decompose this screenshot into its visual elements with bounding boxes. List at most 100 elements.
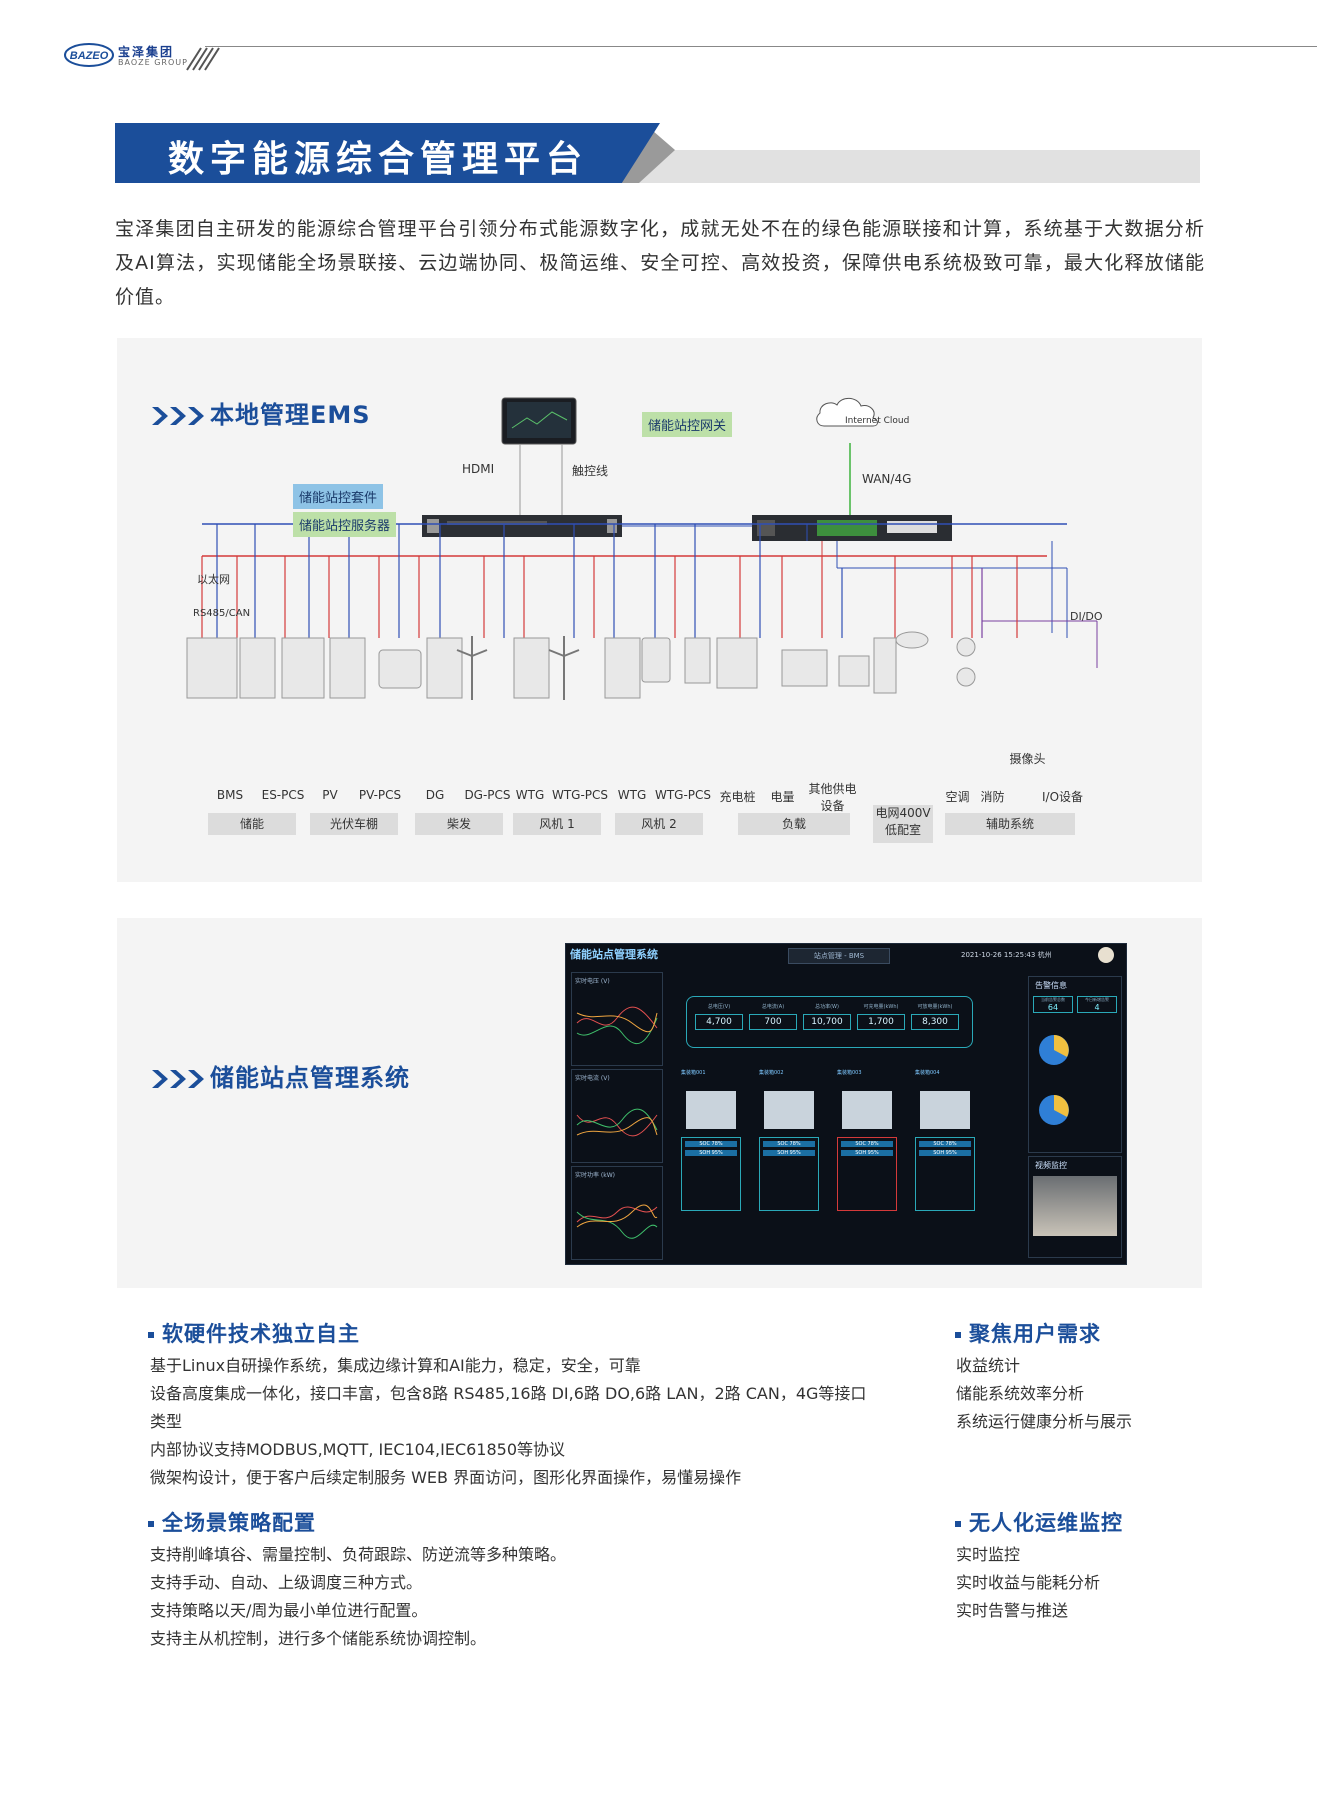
- feature-heading-2: 聚焦用户需求: [955, 1318, 1101, 1348]
- category-wind-2: 风机 2: [615, 813, 703, 835]
- video-feed[interactable]: [1033, 1176, 1117, 1236]
- cluster-label-2[interactable]: 集装箱002: [759, 1070, 784, 1076]
- aircon-icon: [838, 655, 870, 687]
- cluster-label-4[interactable]: 集装箱004: [915, 1070, 940, 1076]
- device-label-wtg-pcs-2: WTG-PCS: [654, 788, 712, 802]
- cluster-label-3[interactable]: 集装箱003: [837, 1070, 862, 1076]
- triple-chevron-icon: [152, 1070, 204, 1088]
- container-card-alarm[interactable]: SOC 78%SOH 95%: [837, 1137, 897, 1211]
- feature-list-1: 基于Linux自研操作系统，集成边缘计算和AI能力，稳定，安全，可靠 设备高度集…: [150, 1352, 870, 1492]
- kpi-panel: 总电压(V)4,700 总电流(A)700 总功率(W)10,700 可充电量(…: [686, 996, 973, 1048]
- touch-monitor-icon: [501, 397, 577, 445]
- dido-label: DI/DO: [1070, 610, 1103, 623]
- device-label-charger: 充电桩: [719, 790, 756, 804]
- logo-name-en: BAOZE GROUP: [118, 58, 188, 67]
- container-card[interactable]: SOC 78%SOH 95%: [915, 1137, 975, 1211]
- current-chart: 实时电流 (V): [571, 1069, 663, 1163]
- dash-site-select[interactable]: 站点管理 - BMS: [788, 948, 890, 964]
- feature-line: 支持策略以天/周为最小单位进行配置。: [150, 1601, 428, 1620]
- fire-icon: [873, 637, 897, 694]
- feature-line: 实时告警与推送: [956, 1601, 1069, 1620]
- device-label-pv: PV: [322, 788, 338, 802]
- ems-heading: 本地管理EMS: [150, 395, 371, 430]
- ems-title: 本地管理EMS: [210, 401, 371, 429]
- category-wind-1: 风机 1: [513, 813, 601, 835]
- wtg-pcs-icon-2: [604, 637, 641, 699]
- meter-icon: [684, 637, 711, 684]
- alarm-title: 告警信息: [1035, 981, 1067, 990]
- current-lines: [576, 1108, 658, 1137]
- feature-line: 实时收益与能耗分析: [956, 1573, 1101, 1592]
- video-panel: 视频监控: [1028, 1156, 1122, 1258]
- feature-heading-3: 全场景策略配置: [148, 1507, 316, 1537]
- category-diesel: 柴发: [415, 813, 503, 835]
- category-load: 负载: [738, 813, 850, 835]
- hdmi-label: HDMI: [462, 462, 495, 476]
- feature-heading-1: 软硬件技术独立自主: [148, 1318, 360, 1348]
- container-card[interactable]: SOC 78%SOH 95%: [681, 1137, 741, 1211]
- feature-line: 支持手动、自动、上级调度三种方式。: [150, 1573, 423, 1592]
- alarm-pie-charts: [1039, 1035, 1069, 1125]
- container-icon: [842, 1091, 892, 1129]
- category-auxiliary: 辅助系统: [945, 813, 1075, 835]
- device-label-bms: BMS: [216, 788, 244, 802]
- container-card[interactable]: SOC 78%SOH 95%: [759, 1137, 819, 1211]
- rs485-label: RS485/CAN: [193, 608, 251, 619]
- turbine-icons: [456, 636, 580, 700]
- device-label-wtg-1: WTG: [515, 788, 545, 802]
- dg-pcs-icon: [426, 637, 463, 699]
- bullet-square-icon: [955, 1332, 961, 1338]
- feature-line: 系统运行健康分析与展示: [956, 1412, 1133, 1431]
- cloud-label: Internet Cloud: [845, 416, 910, 426]
- power-chart: 实时功率 (kW): [571, 1166, 663, 1260]
- feature-heading-4: 无人化运维监控: [955, 1507, 1123, 1537]
- avatar[interactable]: [1098, 947, 1114, 963]
- container-icon: [920, 1091, 970, 1129]
- server-tag: 储能站控服务器: [293, 512, 397, 537]
- io-device-icon-1: [956, 637, 976, 657]
- generator-icon: [378, 649, 422, 689]
- kpi-item: 可充电量(kWh)1,700: [857, 1003, 905, 1030]
- container-row: 集装箱001 集装箱002 集装箱003 集装箱004 SOC 78%SOH 9…: [681, 1069, 981, 1211]
- device-label-camera: 摄像头: [1009, 752, 1046, 766]
- device-label-other-supply: 其他供电设备: [808, 782, 857, 813]
- header-rule: [205, 46, 1317, 47]
- logo-name-cn: 宝泽集团: [118, 45, 175, 59]
- device-label-wtg-2: WTG: [617, 788, 647, 802]
- device-label-io: I/O设备: [1041, 790, 1084, 804]
- container-icon: [686, 1091, 736, 1129]
- kit-tag: 储能站控套件: [293, 484, 384, 509]
- dashboard-screenshot: 储能站点管理系统 站点管理 - BMS 2021-10-26 15:25:43 …: [565, 943, 1127, 1265]
- ems-topology-diagram: [186, 397, 1098, 700]
- kpi-item: 总电压(V)4,700: [695, 1003, 743, 1030]
- feature-line: 支持主从机控制，进行多个储能系统协调控制。: [150, 1629, 487, 1648]
- category-storage: 储能: [208, 813, 296, 835]
- io-device-icon-2: [956, 667, 976, 687]
- power-lines: [576, 1204, 658, 1239]
- banner-gray-bar: [630, 150, 1200, 183]
- feature-list-4: 实时监控 实时收益与能耗分析 实时告警与推送: [956, 1541, 1256, 1625]
- banner-title-bar: [115, 123, 660, 183]
- device-label-es-pcs: ES-PCS: [261, 788, 305, 802]
- feature-line: 实时监控: [956, 1545, 1021, 1564]
- gateway-device-icon: [752, 515, 952, 541]
- feature-line: 设备高度集成一体化，接口丰富，包含8路 RS485,16路 DI,6路 DO,6…: [150, 1384, 867, 1431]
- cluster-label-1[interactable]: 集装箱001: [681, 1070, 706, 1076]
- cloud-icon: [816, 397, 878, 427]
- charger-icon: [641, 637, 671, 683]
- triple-chevron-icon: [152, 407, 204, 425]
- gateway-tag: 储能站控网关: [642, 412, 733, 437]
- kpi-item: 总电流(A)700: [749, 1003, 797, 1030]
- station-heading: 储能站点管理系统: [150, 1058, 410, 1093]
- server-icon: [422, 515, 622, 537]
- other-supply-icon: [716, 637, 758, 689]
- es-pcs-icon: [239, 637, 276, 699]
- intro-paragraph: 宝泽集团自主研发的能源综合管理平台引领分布式能源数字化，成就无处不在的绿色能源联…: [115, 218, 1205, 308]
- category-pv: 光伏车棚: [310, 813, 398, 835]
- current-chart-title: 实时电流 (V): [575, 1075, 610, 1082]
- device-label-dg-pcs: DG-PCS: [464, 788, 511, 802]
- device-label-dg: DG: [425, 788, 445, 802]
